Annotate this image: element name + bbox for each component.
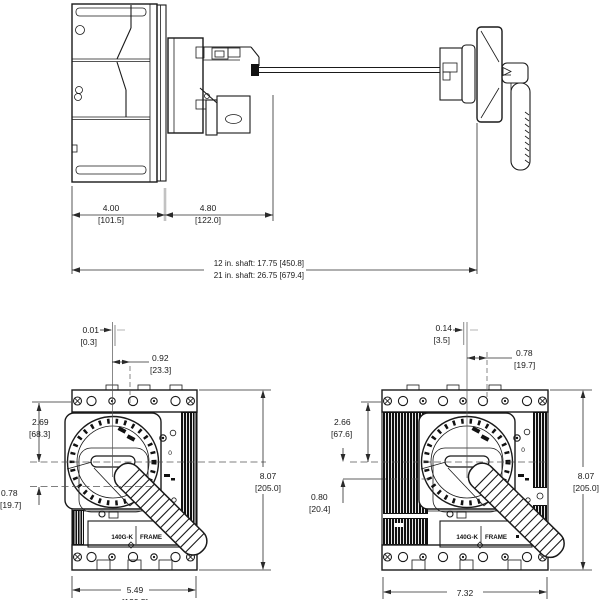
dim-left-low-mm: [19.7] bbox=[0, 500, 21, 510]
side-view bbox=[71, 3, 531, 183]
right-accessory-panel: 0 bbox=[513, 428, 531, 503]
dim-left-width-mm: [139.5] bbox=[122, 597, 148, 600]
breaker-body bbox=[71, 3, 158, 183]
front-view-left-dimensions: 0.01 [0.3] 0.92 [23.3] 2.69 [68.3] 0.78 … bbox=[0, 322, 287, 600]
mounting-flange bbox=[156, 4, 167, 182]
dim-breaker-depth-in: 4.00 bbox=[103, 203, 120, 213]
dim-right-offset-mm: [3.5] bbox=[433, 335, 450, 345]
front-view-right: 0 140G-K FRAME bbox=[381, 384, 565, 571]
dim-right-offset-in: 0.14 bbox=[435, 323, 452, 333]
dim-right-handle-mm: [19.7] bbox=[514, 360, 535, 370]
right-panel-zero-label: 0 bbox=[521, 447, 525, 454]
dim-breaker-depth-mm: [101.5] bbox=[98, 215, 124, 225]
dim-left-handle-mm: [23.3] bbox=[150, 365, 171, 375]
right-top-strip bbox=[381, 384, 549, 413]
drive-shaft bbox=[259, 66, 440, 74]
dim-right-low-in: 0.80 bbox=[311, 492, 328, 502]
left-bottom-strip bbox=[71, 544, 198, 571]
shaft-note-21: 21 in. shaft: 26.75 [679.4] bbox=[214, 271, 304, 280]
left-panel-zero-label: 0 bbox=[168, 450, 172, 457]
dim-right-handle-in: 0.78 bbox=[516, 348, 533, 358]
side-view-dimensions: 4.00 [101.5] 4.80 [122.0] 12 in. shaft: … bbox=[71, 95, 478, 280]
front-view-left: 0 140G-K FRAME bbox=[64, 384, 208, 571]
dim-left-offset-in: 0.01 bbox=[82, 325, 99, 335]
dim-right-height-mm: [205.0] bbox=[573, 483, 599, 493]
left-top-holes bbox=[72, 395, 196, 407]
dim-left-top-mm: [68.3] bbox=[29, 429, 50, 439]
dim-right-height-in: 8.07 bbox=[578, 471, 595, 481]
dim-left-width-in: 5.49 bbox=[127, 585, 144, 595]
dim-left-offset-mm: [0.3] bbox=[80, 337, 97, 347]
dim-right-top-mm: [67.6] bbox=[331, 429, 352, 439]
dim-right-top-in: 2.66 bbox=[334, 417, 351, 427]
right-bottom-strip bbox=[381, 544, 549, 571]
right-frame-word-label: FRAME bbox=[485, 534, 507, 541]
left-top-strip bbox=[71, 384, 198, 413]
handle-assembly bbox=[439, 26, 531, 171]
grip-ridges bbox=[524, 111, 530, 164]
dim-right-width-in: 7.32 bbox=[457, 588, 474, 598]
right-top-holes bbox=[382, 395, 548, 407]
left-bottom-holes bbox=[72, 551, 196, 563]
right-rotary-handle bbox=[467, 462, 565, 559]
dim-left-handle-in: 0.92 bbox=[152, 353, 169, 363]
front-view-right-dimensions: 0.14 [3.5] 0.78 [19.7] 2.66 [67.6] 0.80 … bbox=[309, 322, 600, 599]
left-frame-series-label: 140G-K bbox=[111, 534, 133, 541]
left-accessory-panel: 0 bbox=[159, 429, 177, 503]
left-frame-word-label: FRAME bbox=[140, 534, 162, 541]
dim-left-low-in: 0.78 bbox=[1, 488, 18, 498]
dim-mech-depth-mm: [122.0] bbox=[195, 215, 221, 225]
shaft-note-12: 12 in. shaft: 17.75 [450.8] bbox=[214, 259, 304, 268]
dim-left-height-mm: [205.0] bbox=[255, 483, 281, 493]
dim-left-height-in: 8.07 bbox=[260, 471, 277, 481]
mechanism-housing bbox=[167, 37, 260, 136]
dim-right-low-mm: [20.4] bbox=[309, 504, 330, 514]
handle-pointer-icon bbox=[502, 66, 512, 77]
dim-mech-depth-in: 4.80 bbox=[200, 203, 217, 213]
dim-left-top-in: 2.69 bbox=[32, 417, 49, 427]
right-frame-series-label: 140G-K bbox=[456, 534, 478, 541]
